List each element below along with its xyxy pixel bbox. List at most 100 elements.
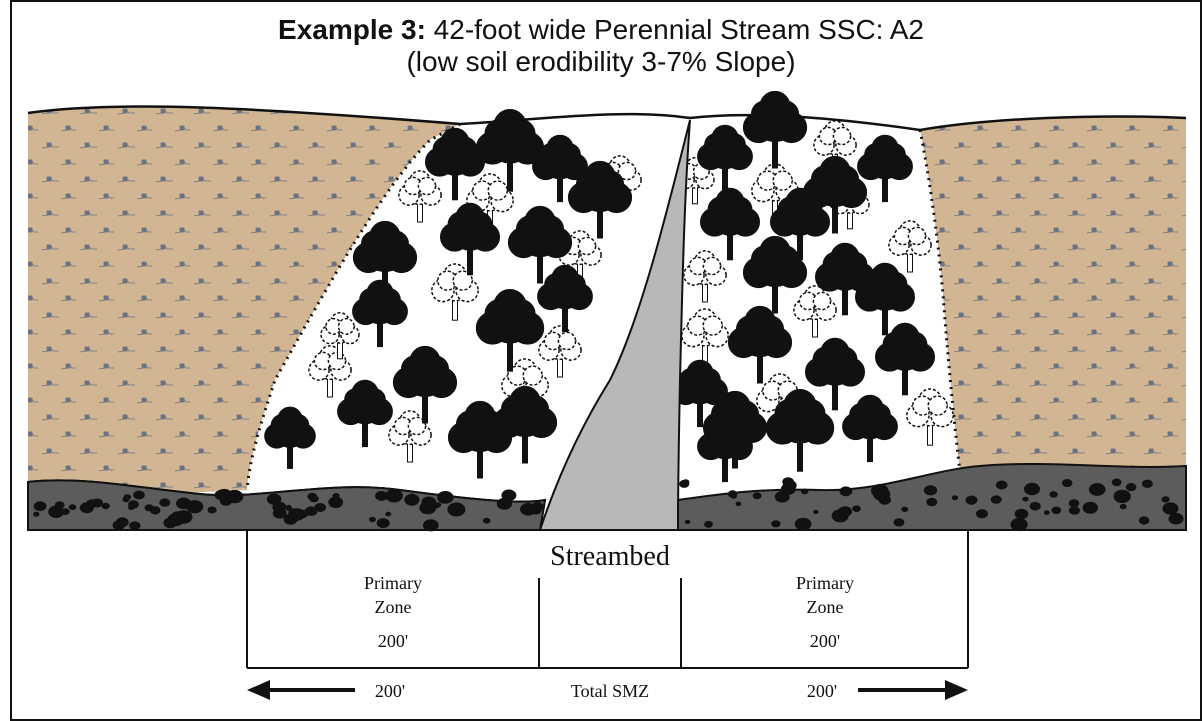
- white-pine-tree: [398, 170, 442, 223]
- pebble: [1029, 501, 1041, 511]
- pebble: [1138, 516, 1150, 525]
- pebble: [1119, 503, 1127, 510]
- title-text: 42-foot wide Perennial Stream SSC: A2: [425, 14, 924, 45]
- pebble: [482, 517, 491, 524]
- pebble: [1049, 491, 1058, 498]
- pebble: [1024, 482, 1040, 496]
- pebble: [965, 495, 978, 505]
- pebble: [112, 520, 126, 530]
- pebble: [447, 502, 466, 517]
- diagram-title: Example 3: 42-foot wide Perennial Stream…: [0, 14, 1202, 46]
- pebble: [405, 494, 416, 503]
- dark-hardwood-tree: [875, 322, 936, 396]
- left-zone-label-line1: Primary: [364, 573, 422, 593]
- white-pine-tree: [888, 220, 932, 273]
- pebble: [309, 495, 319, 503]
- dark-hardwood-tree: [352, 220, 418, 299]
- pebble: [91, 498, 104, 508]
- pebble: [976, 509, 988, 519]
- dark-hardwood-tree: [700, 187, 761, 261]
- dark-hardwood-tree: [855, 262, 916, 336]
- pebble: [839, 486, 853, 497]
- pebble: [852, 505, 861, 512]
- pebble: [272, 507, 287, 519]
- white-pine-tree: [793, 285, 837, 338]
- dark-hardwood-tree: [672, 359, 728, 428]
- right-arrow-head: [945, 680, 968, 700]
- pebble: [1051, 506, 1062, 515]
- white-pine-tree: [320, 312, 360, 360]
- white-pine-tree: [906, 388, 954, 446]
- right-zone-label-line2: Zone: [807, 597, 844, 617]
- pebble: [1068, 499, 1080, 508]
- pebble: [735, 501, 742, 507]
- pebble: [285, 504, 292, 510]
- pebble: [207, 506, 217, 514]
- pebble: [951, 495, 959, 501]
- pebble: [1125, 483, 1137, 492]
- dark-hardwood-tree: [264, 406, 316, 469]
- pebble: [801, 488, 809, 495]
- dark-hardwood-tree: [765, 389, 835, 472]
- pebble: [1068, 506, 1080, 515]
- dark-hardwood-tree: [567, 160, 633, 239]
- dark-hardwood-tree: [742, 90, 808, 169]
- right-harvested-stumps: [920, 116, 1186, 472]
- dark-hardwood-tree: [532, 134, 588, 203]
- dark-hardwood-tree: [770, 187, 831, 261]
- dark-hardwood-tree: [537, 264, 593, 333]
- pebble: [159, 498, 171, 507]
- dark-hardwood-tree: [507, 205, 573, 284]
- left-zone-width: 200': [378, 631, 408, 651]
- arrow-left-label: 200': [375, 681, 405, 701]
- pebble: [501, 489, 517, 502]
- pebble: [133, 490, 145, 500]
- dark-hardwood-tree: [475, 289, 545, 372]
- pebble: [923, 485, 938, 496]
- white-pine-tree: [681, 308, 729, 366]
- pebble: [813, 509, 819, 514]
- left-arrow-head: [247, 680, 270, 700]
- pebble: [730, 494, 737, 499]
- pebble: [831, 509, 849, 523]
- dark-hardwood-tree: [337, 379, 393, 448]
- pebble: [421, 496, 437, 508]
- pebble: [375, 490, 389, 501]
- pebble: [332, 493, 340, 499]
- diagram-subtitle: (low soil erodibility 3-7% Slope): [406, 46, 796, 77]
- white-pine-tree: [538, 325, 582, 378]
- pebble: [684, 519, 691, 525]
- left-harvested-stumps: [28, 106, 460, 501]
- pebble: [385, 511, 392, 517]
- pebble: [1014, 508, 1029, 520]
- pebble: [901, 506, 909, 512]
- pebble: [68, 504, 77, 510]
- ground-surface-line: [27, 105, 1187, 132]
- pebble: [679, 479, 690, 488]
- outer-border: [10, 0, 1202, 721]
- pebble: [520, 503, 537, 516]
- dark-hardwood-tree: [805, 337, 866, 411]
- pebble: [1062, 479, 1073, 487]
- pebble: [122, 496, 130, 503]
- pebble: [304, 506, 318, 516]
- pebble: [1111, 478, 1122, 487]
- dark-hardwood-tree: [742, 235, 808, 314]
- pebble: [995, 480, 1008, 490]
- pebble: [1141, 479, 1153, 488]
- pebble: [174, 510, 193, 524]
- pebble: [1168, 512, 1184, 525]
- right-zone-label-line1: Primary: [796, 573, 854, 593]
- pebble: [1010, 517, 1028, 532]
- pebble: [780, 483, 796, 495]
- title-example-label: Example 3:: [278, 14, 426, 45]
- pebble: [434, 502, 442, 508]
- forest-trees: [264, 90, 954, 483]
- pebble: [48, 505, 65, 518]
- pebble: [1043, 510, 1050, 515]
- pebble: [878, 497, 888, 504]
- white-pine-tree: [813, 120, 857, 173]
- pebble: [385, 488, 403, 503]
- pebble: [794, 517, 812, 531]
